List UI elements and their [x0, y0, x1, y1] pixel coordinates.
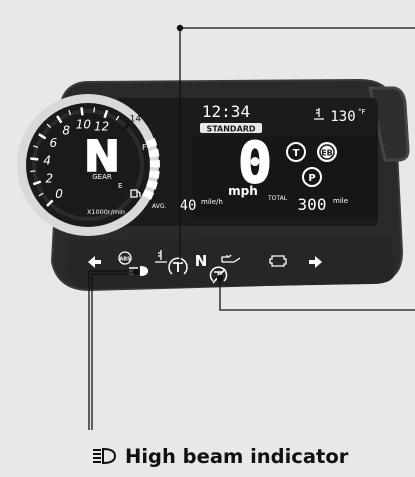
- fuel-full-label: F: [142, 143, 147, 152]
- right-info-panel: [192, 136, 378, 218]
- tach-major-tick: [80, 107, 84, 116]
- speed-unit: mph: [228, 184, 258, 198]
- cluster-mount: [368, 86, 410, 162]
- temperature-unit: °F: [358, 108, 366, 116]
- high-beam-leader-dot: [132, 268, 140, 276]
- fuel-segment: [148, 148, 160, 158]
- gear-label: GEAR: [92, 173, 112, 181]
- engine-check-icon: [269, 255, 287, 267]
- traction-off-leader-dot: [216, 274, 224, 282]
- tach-tick-label: 4: [43, 153, 51, 167]
- fuel-segment: [145, 138, 158, 148]
- traction-off-leader-line: [219, 278, 415, 311]
- fuel-gauge: [142, 138, 160, 200]
- temperature-value: 130: [330, 109, 355, 125]
- high-beam-icon: [93, 447, 117, 465]
- traction-control-indicator-icon: [168, 257, 188, 275]
- total-unit: mile: [333, 197, 348, 205]
- tach-ticks: [30, 107, 130, 207]
- tach-minor-tick: [68, 110, 72, 116]
- left-turn-signal-icon: [88, 256, 101, 268]
- avg-label: AVG.: [152, 203, 166, 210]
- tach-minor-tick: [38, 192, 44, 197]
- tach-major-tick: [32, 180, 42, 186]
- high-beam-leader-line: [88, 270, 136, 430]
- tach-minor-tick: [33, 145, 39, 149]
- mode-badge: [200, 123, 262, 133]
- tach-tick-label: 12: [94, 119, 109, 133]
- svg-text:T: T: [293, 148, 300, 159]
- tach-major-tick: [46, 199, 54, 207]
- coolant-warning-icon: [155, 250, 167, 263]
- tach-major-tick: [56, 115, 63, 124]
- tach-minor-tick: [30, 170, 36, 173]
- tach-minor-tick: [46, 123, 51, 128]
- tach-tick-label: 6: [49, 136, 57, 150]
- neutral-indicator: N: [195, 252, 208, 270]
- right-turn-signal-icon: [309, 256, 322, 268]
- tach-tick-label: 0: [55, 187, 63, 201]
- rpm-unit-label: X1000r/min: [87, 208, 125, 216]
- high-beam-callout: High beam indicator: [92, 441, 348, 471]
- traction-control-badge: T: [286, 142, 306, 162]
- total-value: 300: [298, 195, 327, 214]
- tach-minor-tick: [115, 115, 120, 121]
- abs-indicator-icon: ABS: [118, 251, 132, 265]
- engine-brake-badge: EB: [317, 142, 337, 162]
- fuel-segment: [142, 189, 155, 200]
- mode-label: STANDARD: [206, 125, 255, 134]
- speed-value: 0: [238, 131, 272, 196]
- traction-leader-dot: [176, 24, 184, 32]
- tach-major-tick: [103, 109, 109, 119]
- tach-major-tick: [38, 133, 47, 140]
- tach-major-tick: [122, 123, 130, 131]
- oil-pressure-icon: [221, 254, 241, 263]
- tach-tick-label: 10: [76, 117, 92, 131]
- fuel-empty-label: E: [118, 182, 122, 190]
- fuel-segment: [146, 179, 158, 190]
- coolant-temp-icon: [314, 108, 324, 120]
- tach-minor-tick: [93, 107, 96, 113]
- svg-text:EB: EB: [321, 149, 333, 158]
- tach-major-tick: [30, 157, 39, 161]
- avg-speed-unit: mile/h: [201, 198, 223, 206]
- total-label: TOTAL: [267, 195, 288, 202]
- fuel-segment: [149, 159, 160, 168]
- fuel-segment: [148, 170, 160, 179]
- high-beam-leader-line-inner: [91, 273, 136, 430]
- clock-display: 12:34: [202, 102, 250, 121]
- tach-tick-label: 2: [45, 172, 53, 186]
- gear-indicator: N: [84, 132, 120, 182]
- avg-speed-value: 40: [180, 198, 197, 214]
- power-mode-badge: P: [302, 167, 322, 187]
- fuel-pump-icon: [130, 189, 141, 198]
- tach-tick-label: 8: [62, 123, 70, 137]
- svg-text:ABS: ABS: [119, 257, 131, 263]
- svg-text:P: P: [308, 173, 315, 184]
- tach-tick-label: 14: [130, 115, 142, 125]
- high-beam-label: High beam indicator: [125, 444, 349, 468]
